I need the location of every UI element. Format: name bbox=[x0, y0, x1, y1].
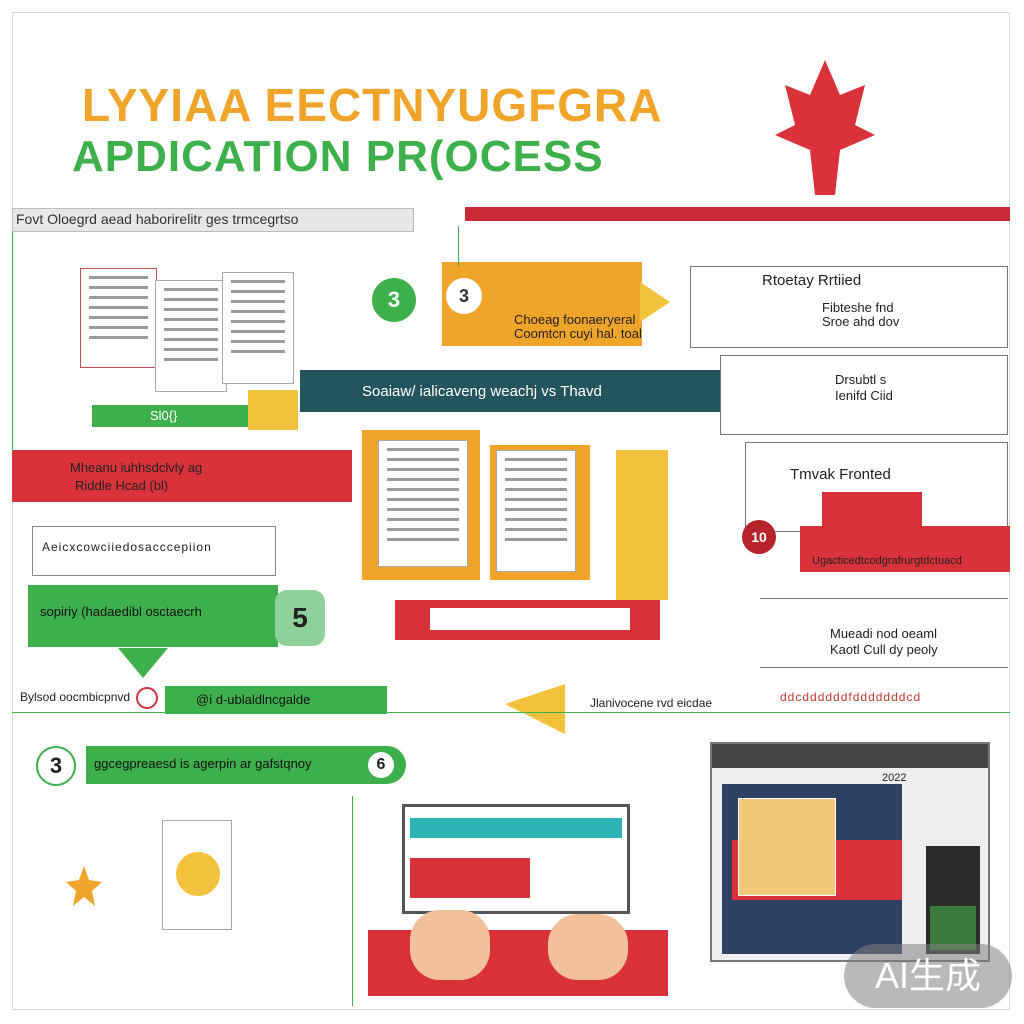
orange-card-text-1: Choeag foonaeryeral bbox=[514, 312, 636, 327]
right-box1-line1: Fibteshe fnd bbox=[822, 300, 894, 315]
arrow-left-icon bbox=[505, 684, 565, 734]
top-right-red-bar bbox=[465, 207, 1010, 221]
right-box2-line1: Drsubtl s bbox=[835, 372, 887, 387]
connector-line bbox=[458, 226, 459, 266]
strip-yellow-label: Jlanivocene rvd eicdae bbox=[590, 696, 713, 710]
teal-banner-text: Soaiaw/ ialicaveng weachj vs Thavd bbox=[362, 383, 602, 400]
coin-icon bbox=[176, 852, 220, 896]
right-red-button-shape bbox=[822, 492, 922, 528]
document-icon bbox=[222, 272, 294, 384]
right-red-caption: Ugacticedtcodgrafrurgtdctuacd bbox=[812, 555, 962, 567]
right-box2-line2: Ienifd Ciid bbox=[835, 388, 893, 403]
strip-green-label: @i d-ublaldlncgalde bbox=[196, 692, 311, 707]
monitor-card bbox=[738, 798, 836, 896]
left-red-band-line-1: Mheanu iuhhsdclvly ag bbox=[70, 460, 203, 475]
center-red-inner bbox=[430, 608, 630, 630]
top-left-label: Fovt Oloegrd aead haborirelitr ges trmce… bbox=[16, 211, 299, 227]
document-icon bbox=[496, 450, 576, 572]
monitor-top-bar bbox=[712, 744, 988, 768]
left-red-band bbox=[12, 450, 352, 502]
yellow-status-block bbox=[248, 390, 298, 430]
green-box-badge: 5 bbox=[275, 590, 325, 646]
top-left-label-bar bbox=[12, 208, 414, 232]
document-icon bbox=[378, 440, 468, 567]
target-icon bbox=[136, 687, 158, 709]
star-icon bbox=[66, 866, 102, 906]
green-info-box bbox=[28, 585, 278, 647]
down-triangle-icon bbox=[118, 648, 168, 678]
monitor-label: 2022 bbox=[882, 772, 907, 784]
strip-right-dots: ddcddddddfdddddddcd bbox=[780, 690, 922, 704]
left-red-band-line-2: Riddle Hcad (bl) bbox=[75, 478, 169, 493]
right-box1-title: Rtoetay Rrtiied bbox=[762, 272, 862, 289]
title-line-1: LYYIAA EECTNYUGFGRA bbox=[82, 79, 663, 131]
document-icon bbox=[155, 280, 227, 392]
diagram-frame bbox=[12, 12, 1010, 1010]
green-status-bar bbox=[92, 405, 252, 427]
connector-line bbox=[12, 712, 1010, 713]
arrow-right-icon bbox=[640, 282, 670, 322]
step-bar-green bbox=[86, 746, 406, 784]
right-info-box-4 bbox=[760, 598, 1008, 668]
right-red-band bbox=[800, 526, 1010, 572]
green-bar-label: Sl0{} bbox=[150, 408, 178, 423]
right-box4-line1: Mueadi nod oeaml bbox=[830, 626, 937, 641]
teal-banner bbox=[300, 370, 730, 412]
laptop-screen-bar bbox=[410, 818, 622, 838]
left-input-text: Aeicxcowciiedosacccepiion bbox=[42, 540, 212, 554]
right-box3-title: Tmvak Fronted bbox=[790, 466, 891, 483]
step-bar-text: ggcegpreaesd is agerpin ar gafstqnoy bbox=[94, 756, 312, 771]
document-icon bbox=[80, 268, 157, 368]
step-bar-badge-left: 3 bbox=[36, 746, 76, 786]
step-3-badge: 3 bbox=[372, 278, 416, 322]
connector-line bbox=[12, 232, 13, 452]
left-input-box bbox=[32, 526, 276, 576]
hand-right bbox=[548, 914, 628, 980]
orange-card-text-2: Coomtcn cuyi hal. toal bbox=[514, 326, 642, 341]
right-step-badge: 10 bbox=[742, 520, 776, 554]
yellow-pillar bbox=[616, 450, 668, 600]
right-info-box-2 bbox=[720, 355, 1008, 435]
ai-generated-badge: AI生成 bbox=[844, 944, 1012, 1008]
step-bar-badge-right: 6 bbox=[368, 752, 394, 778]
strip-green-bar bbox=[165, 686, 387, 714]
right-box1-line2: Sroe ahd dov bbox=[822, 314, 900, 329]
green-box-text: sopiriy (hadaedibl osctaecrh bbox=[40, 604, 202, 619]
laptop-screen-red bbox=[410, 858, 530, 898]
title-line-2: APDICATION PR(OCESS bbox=[72, 132, 604, 181]
right-info-box-1 bbox=[690, 266, 1008, 348]
maple-leaf-icon bbox=[775, 60, 875, 195]
strip-left-label: Bylsod oocmbicpnvd bbox=[20, 690, 131, 704]
hand-left bbox=[410, 910, 490, 980]
orange-card-badge: 3 bbox=[446, 278, 482, 314]
right-box4-line2: Kaotl Cull dy peoly bbox=[830, 642, 938, 657]
connector-line bbox=[352, 796, 353, 1006]
monitor-side-green bbox=[930, 906, 976, 950]
